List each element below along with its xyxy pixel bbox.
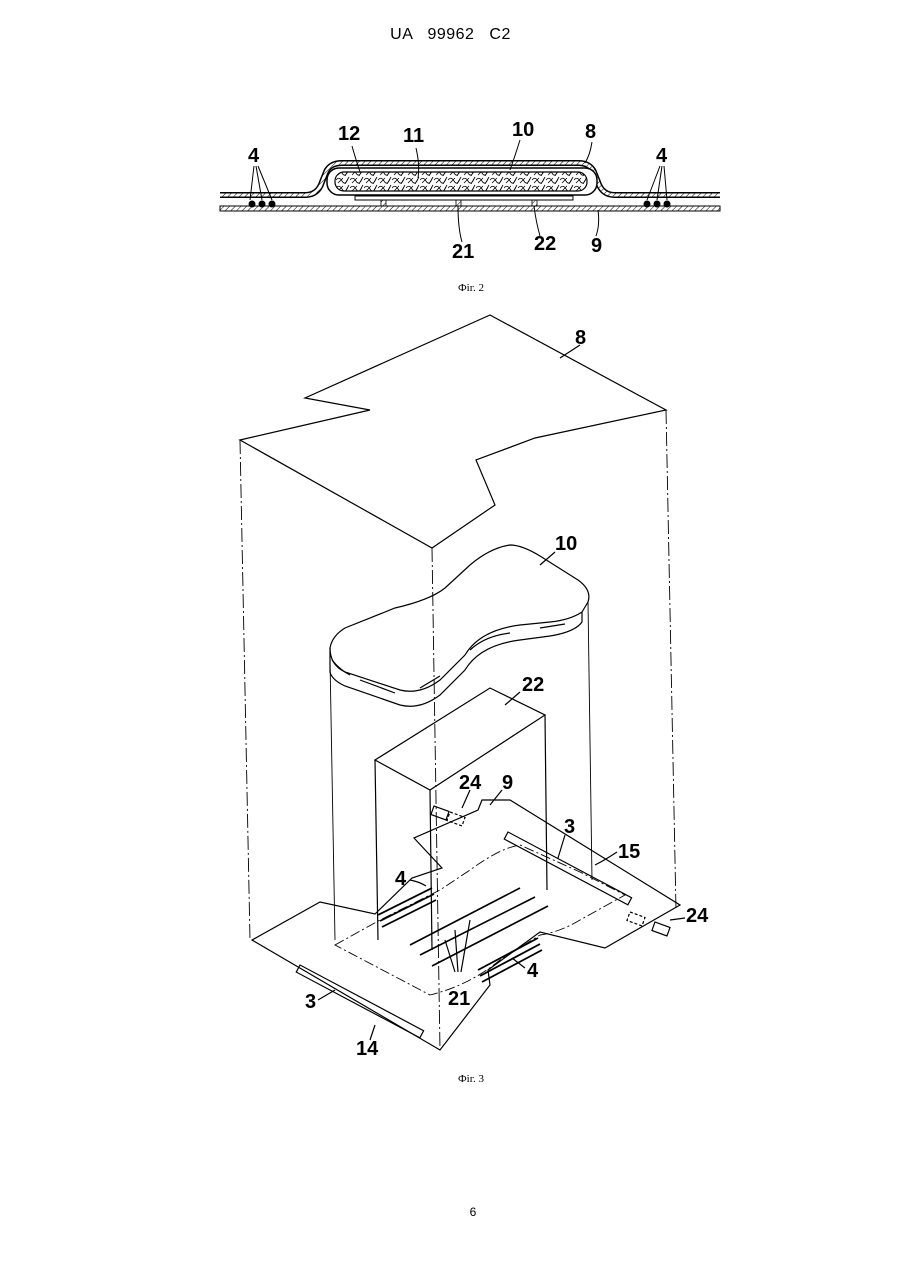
page-number: 6 — [0, 1205, 901, 1219]
figure-3-exploded-view: 8 10 22 24 9 3 15 4 24 4 21 3 14 — [0, 0, 901, 1100]
label-4-left: 4 — [395, 868, 407, 890]
label-3-left: 3 — [305, 991, 316, 1013]
figure-3-caption: Фіг. 3 — [0, 1073, 901, 1085]
fastening-tape-3-right — [504, 832, 631, 905]
label-3-right: 3 — [564, 816, 575, 838]
label-14: 14 — [356, 1038, 379, 1060]
top-sheet-8 — [240, 315, 666, 548]
label-24-right: 24 — [686, 905, 709, 927]
label-10: 10 — [555, 533, 577, 555]
label-15: 15 — [618, 841, 640, 863]
label-24-top: 24 — [459, 772, 482, 794]
label-9: 9 — [502, 772, 513, 794]
label-21: 21 — [448, 988, 470, 1010]
label-8: 8 — [575, 327, 586, 349]
absorber-10 — [330, 545, 589, 691]
bottom-sheet-9 — [252, 800, 680, 1050]
label-4-right: 4 — [527, 960, 539, 982]
label-22: 22 — [522, 674, 544, 696]
